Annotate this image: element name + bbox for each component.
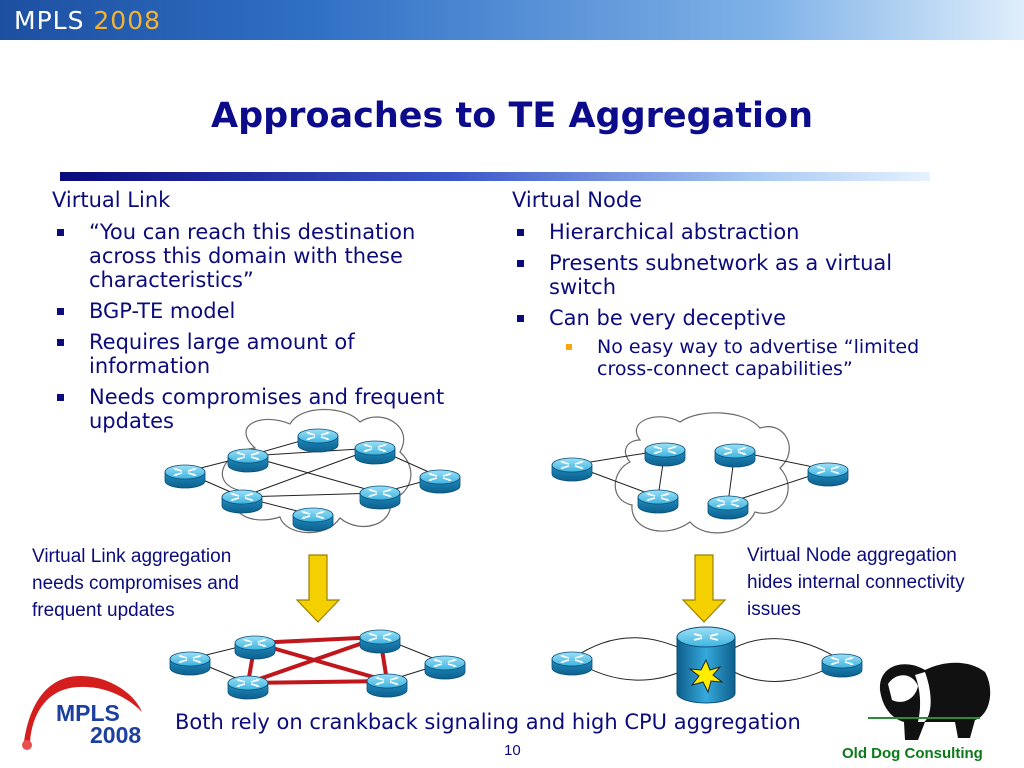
router-icon — [359, 485, 401, 510]
router-icon — [366, 673, 408, 698]
router-icon — [644, 442, 686, 467]
logo-year-text: 2008 — [90, 722, 142, 748]
router-icon — [419, 469, 461, 494]
router-icon — [297, 428, 339, 453]
right-column-heading: Virtual Node — [512, 188, 643, 212]
square-bullet-icon — [517, 229, 524, 236]
right-bullet-2-line-1: Presents subnetwork as a virtual — [549, 251, 893, 275]
logo-dot — [22, 740, 32, 750]
router-icon — [354, 440, 396, 465]
dog-icon — [868, 662, 991, 740]
left-bullet-4-line-2: updates — [89, 409, 174, 433]
virtual-link-network — [164, 408, 461, 534]
square-bullet-icon — [57, 339, 64, 346]
virtual-node-network — [551, 412, 849, 534]
left-caption-line-2: needs compromises and — [32, 573, 239, 594]
down-arrow-icon — [295, 554, 341, 623]
virtual-switch-icon — [676, 626, 736, 704]
page-number: 10 — [504, 742, 521, 759]
square-bullet-icon — [57, 308, 64, 315]
header-title-year: 2008 — [93, 6, 162, 35]
right-bullet-3-line-1: Can be very deceptive — [549, 306, 786, 330]
aggregated-node-network — [551, 626, 863, 704]
router-icon — [551, 651, 593, 676]
router-icon — [234, 635, 276, 660]
router-icon — [637, 489, 679, 514]
right-bullet-1-line-1: Hierarchical abstraction — [549, 220, 800, 244]
router-icon — [821, 653, 863, 678]
logo-mpls-text: MPLS — [56, 700, 120, 726]
left-bullet-1-line-3: characteristics” — [89, 268, 254, 292]
left-column: Virtual Link “You can reach this destina… — [52, 188, 492, 440]
logo-swoosh — [24, 675, 142, 742]
square-bullet-icon — [517, 315, 524, 322]
router-icon — [551, 457, 593, 482]
router-icon — [227, 675, 269, 700]
right-bullet-3: Can be very deceptive — [512, 306, 992, 330]
square-bullet-icon — [57, 394, 64, 401]
router-icon — [164, 464, 206, 489]
left-column-heading: Virtual Link — [52, 188, 171, 212]
square-bullet-icon — [517, 260, 524, 267]
left-caption-line-3: frequent updates — [32, 600, 175, 621]
right-caption-line-1: Virtual Node aggregation — [747, 545, 957, 566]
router-icon — [359, 629, 401, 654]
header-bar: MPLS 2008 — [0, 0, 1024, 40]
router-icon — [424, 655, 466, 680]
left-bullet-3-line-2: information — [89, 354, 211, 378]
router-icon — [292, 507, 334, 532]
header-title-mpls: MPLS — [14, 6, 85, 35]
left-caption-line-1: Virtual Link aggregation — [32, 546, 232, 567]
router-icon — [169, 651, 211, 676]
header-title: MPLS 2008 — [14, 6, 161, 35]
orange-square-bullet-icon — [566, 344, 572, 350]
left-bullet-2: BGP-TE model — [52, 299, 492, 323]
left-bullet-list: “You can reach this destination across t… — [52, 220, 492, 433]
conclusion-text: Both rely on crankback signaling and hig… — [175, 710, 801, 734]
left-caption: Virtual Link aggregation needs compromis… — [32, 543, 239, 624]
right-bullet-1: Hierarchical abstraction — [512, 220, 992, 244]
right-bullet-2: Presents subnetwork as a virtual switch — [512, 251, 992, 299]
left-bullet-4: Needs compromises and frequent updates — [52, 385, 492, 433]
left-bullet-1-line-2: across this domain with these — [89, 244, 403, 268]
right-caption-line-3: issues — [747, 599, 801, 620]
router-icon — [807, 462, 849, 487]
right-bullet-2-line-2: switch — [549, 275, 617, 299]
company-name: Old Dog Consulting — [842, 745, 983, 762]
router-icon — [221, 489, 263, 514]
right-bullet-list: Hierarchical abstraction Presents subnet… — [512, 220, 992, 380]
left-bullet-3-line-1: Requires large amount of — [89, 330, 355, 354]
left-bullet-3: Requires large amount of information — [52, 330, 492, 378]
square-bullet-icon — [57, 229, 64, 236]
left-bullet-4-line-1: Needs compromises and frequent — [89, 385, 445, 409]
right-sub-bullet-1-line-1: No easy way to advertise “limited — [597, 336, 920, 358]
left-bullet-1: “You can reach this destination across t… — [52, 220, 492, 292]
mpls-logo: MPLS 2008 — [16, 672, 166, 762]
router-icon — [707, 495, 749, 520]
title-rule — [60, 172, 930, 181]
router-icon — [714, 443, 756, 468]
right-caption: Virtual Node aggregation hides internal … — [747, 542, 965, 623]
left-bullet-1-line-1: “You can reach this destination — [89, 220, 416, 244]
right-caption-line-2: hides internal connectivity — [747, 572, 965, 593]
down-arrow-icon — [681, 554, 727, 623]
right-sub-bullet-1-line-2: cross-connect capabilities” — [597, 358, 853, 380]
router-icon — [227, 448, 269, 473]
left-bullet-2-line-1: BGP-TE model — [89, 299, 236, 323]
aggregated-link-network — [169, 629, 466, 700]
cloud-shape — [614, 412, 790, 534]
right-column: Virtual Node Hierarchical abstraction Pr… — [512, 188, 992, 387]
right-sub-bullet-1: No easy way to advertise “limited cross-… — [512, 336, 992, 380]
slide-title: Approaches to TE Aggregation — [210, 96, 814, 136]
